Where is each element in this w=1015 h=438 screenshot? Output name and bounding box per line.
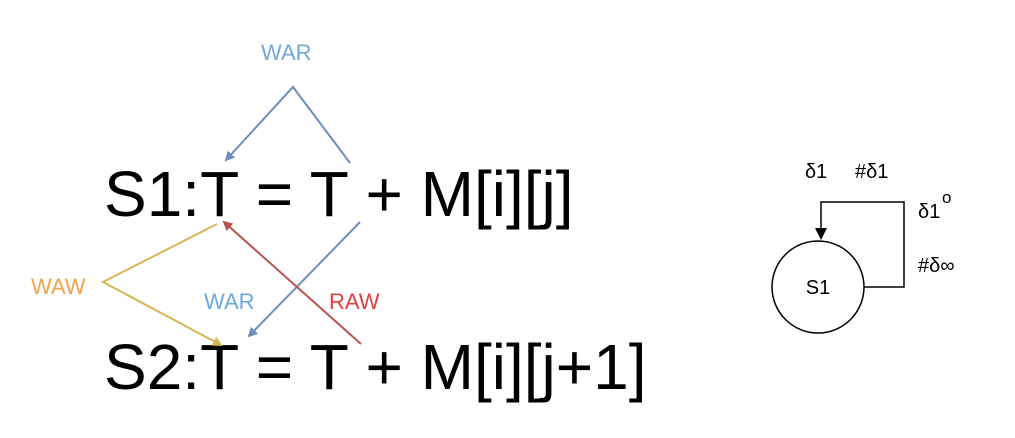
graph-label-superscript-o: o [942,188,951,207]
war-arrow-s2 [247,221,361,338]
war-label-top: WAR [261,40,312,65]
graph-label-delta1: δ1 [805,161,827,183]
waw-label: WAW [31,274,86,299]
graph-label-hash-delta1: #δ1 [855,161,888,183]
graph-label-delta1-o: δ1 [918,201,940,223]
raw-arrow [222,220,362,345]
self-loop-edge [815,201,905,288]
raw-label: RAW [329,289,380,314]
war-label-middle: WAR [204,289,255,314]
waw-arrow [100,223,223,346]
statement-s2: S2:T = T + M[i][j+1] [104,331,647,403]
graph-label-hash-delta-inf: #δ∞ [918,255,955,277]
war-arrow-s1 [224,85,351,164]
statement-s1: S1:T = T + M[i][j] [104,158,574,230]
node-s1-label: S1 [806,277,830,299]
